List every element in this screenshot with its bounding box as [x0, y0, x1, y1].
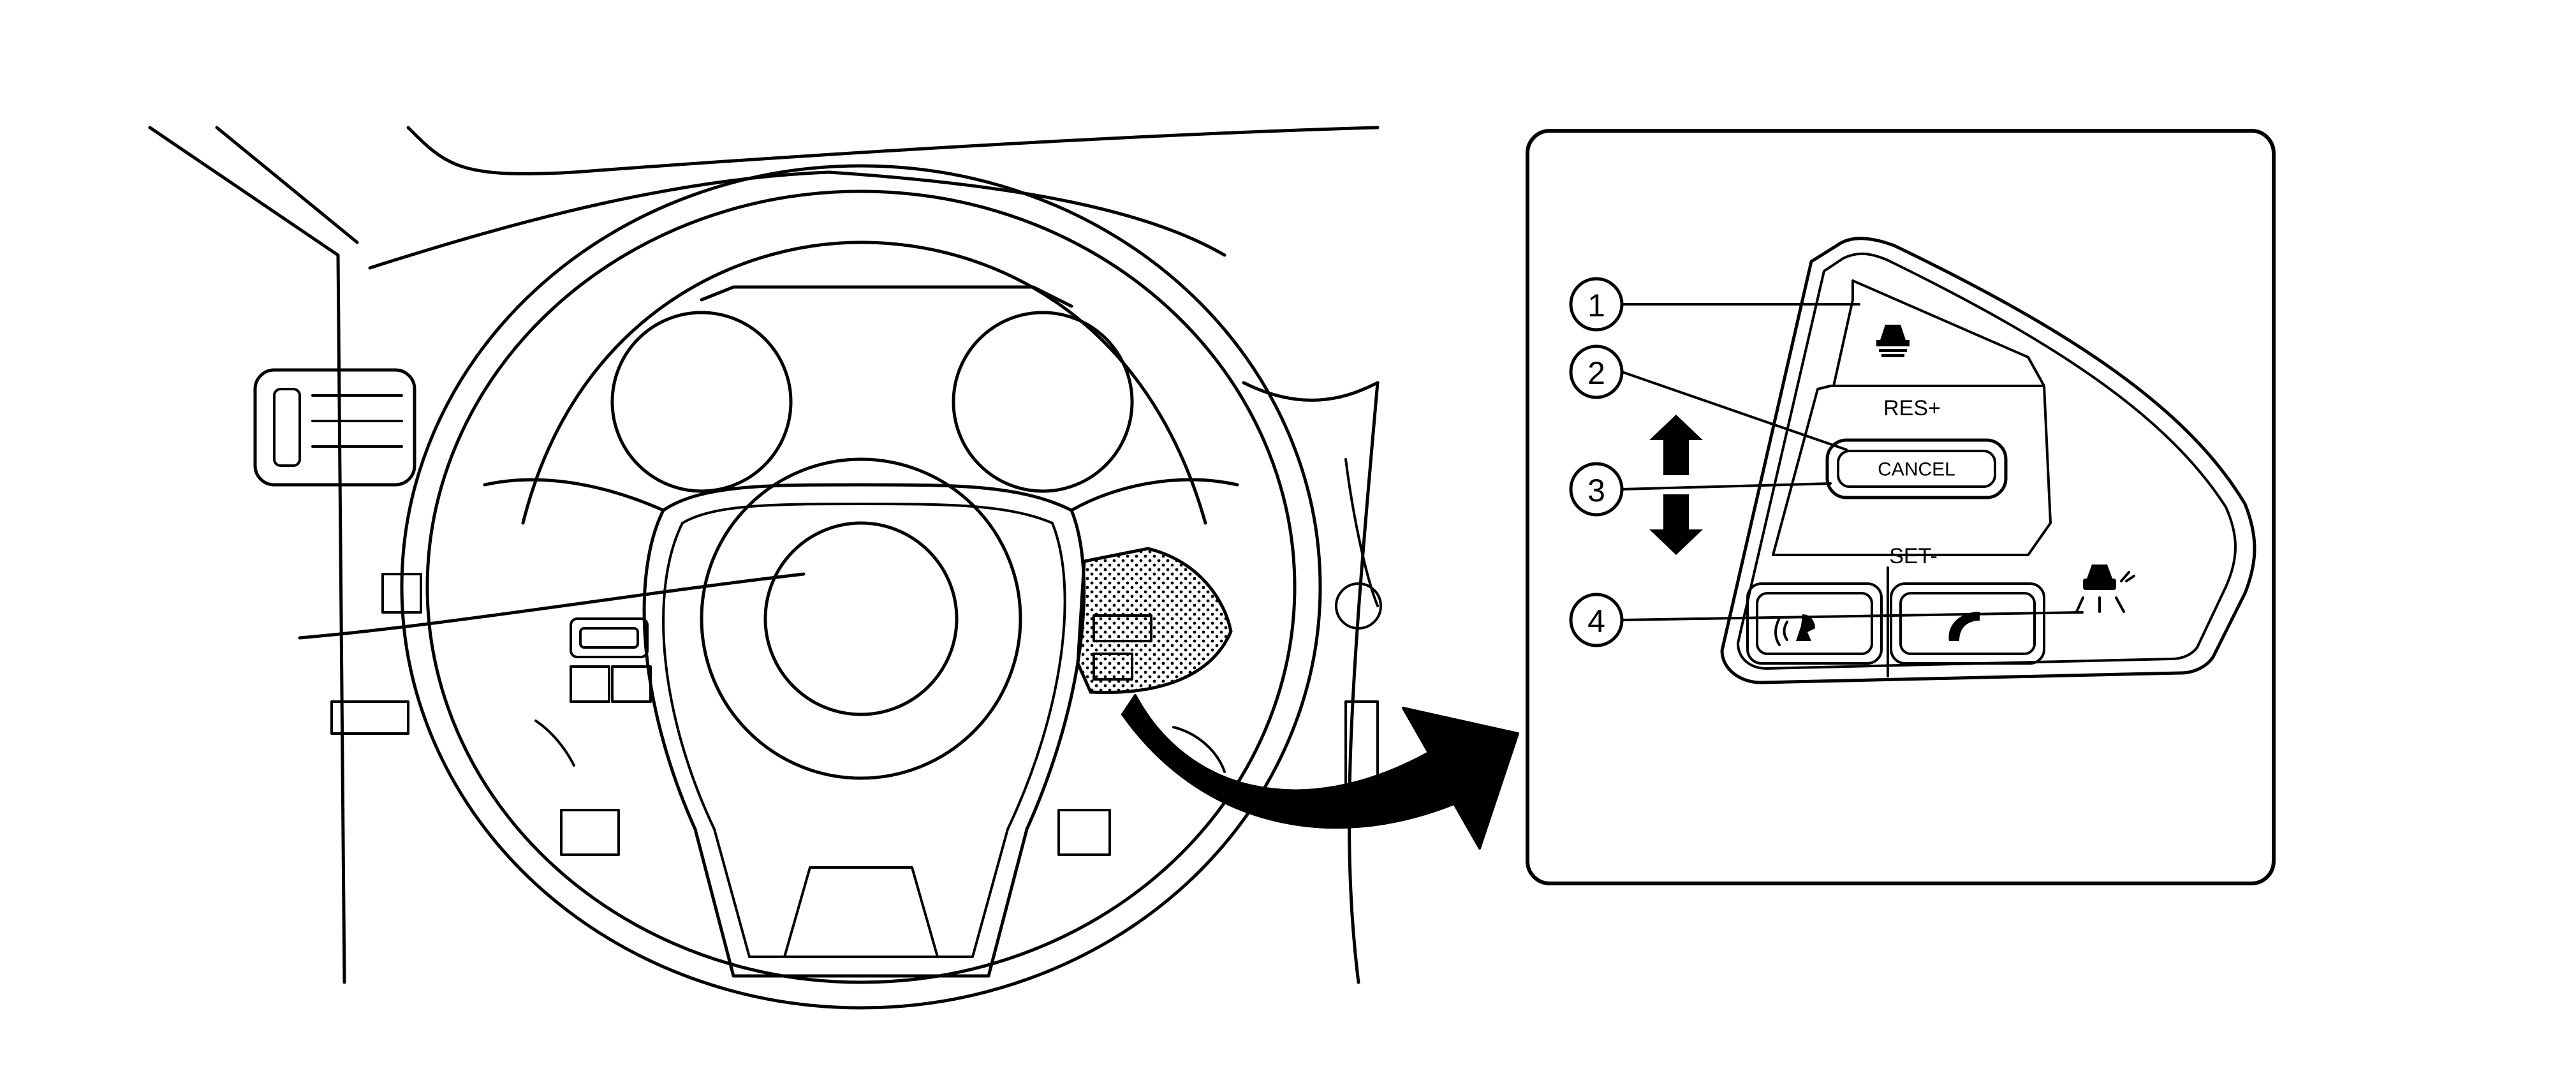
callout-4: 4 [1569, 593, 2084, 647]
control-cluster-highlight [1076, 547, 1233, 695]
res-label: RES+ [1883, 396, 1941, 420]
vehicle-distance-icon [1876, 325, 1910, 357]
control-detail-panel: RES+ CANCEL SET- [1526, 129, 2276, 885]
curved-arrow-icon [1121, 694, 1519, 850]
callout-number: 1 [1587, 288, 1605, 323]
set-label: SET- [1889, 544, 1938, 568]
voice-button[interactable] [1746, 582, 1883, 665]
callout-number: 4 [1587, 603, 1605, 639]
up-down-arrows-icon [1649, 415, 1703, 555]
callout-2: 2 [1569, 344, 1848, 451]
callout-1: 1 [1569, 277, 1860, 332]
phone-icon [1948, 612, 1980, 641]
callout-3: 3 [1569, 462, 1832, 517]
callout-number: 3 [1587, 473, 1605, 508]
voice-recognition-icon [1774, 614, 1815, 646]
callout-number: 2 [1587, 355, 1605, 391]
phone-button[interactable] [1890, 582, 2045, 665]
dashboard-illustration [148, 126, 1382, 1010]
cancel-button[interactable] [1825, 438, 2008, 499]
propilot-assist-icon [2075, 565, 2135, 613]
cancel-label: CANCEL [1878, 459, 1955, 480]
